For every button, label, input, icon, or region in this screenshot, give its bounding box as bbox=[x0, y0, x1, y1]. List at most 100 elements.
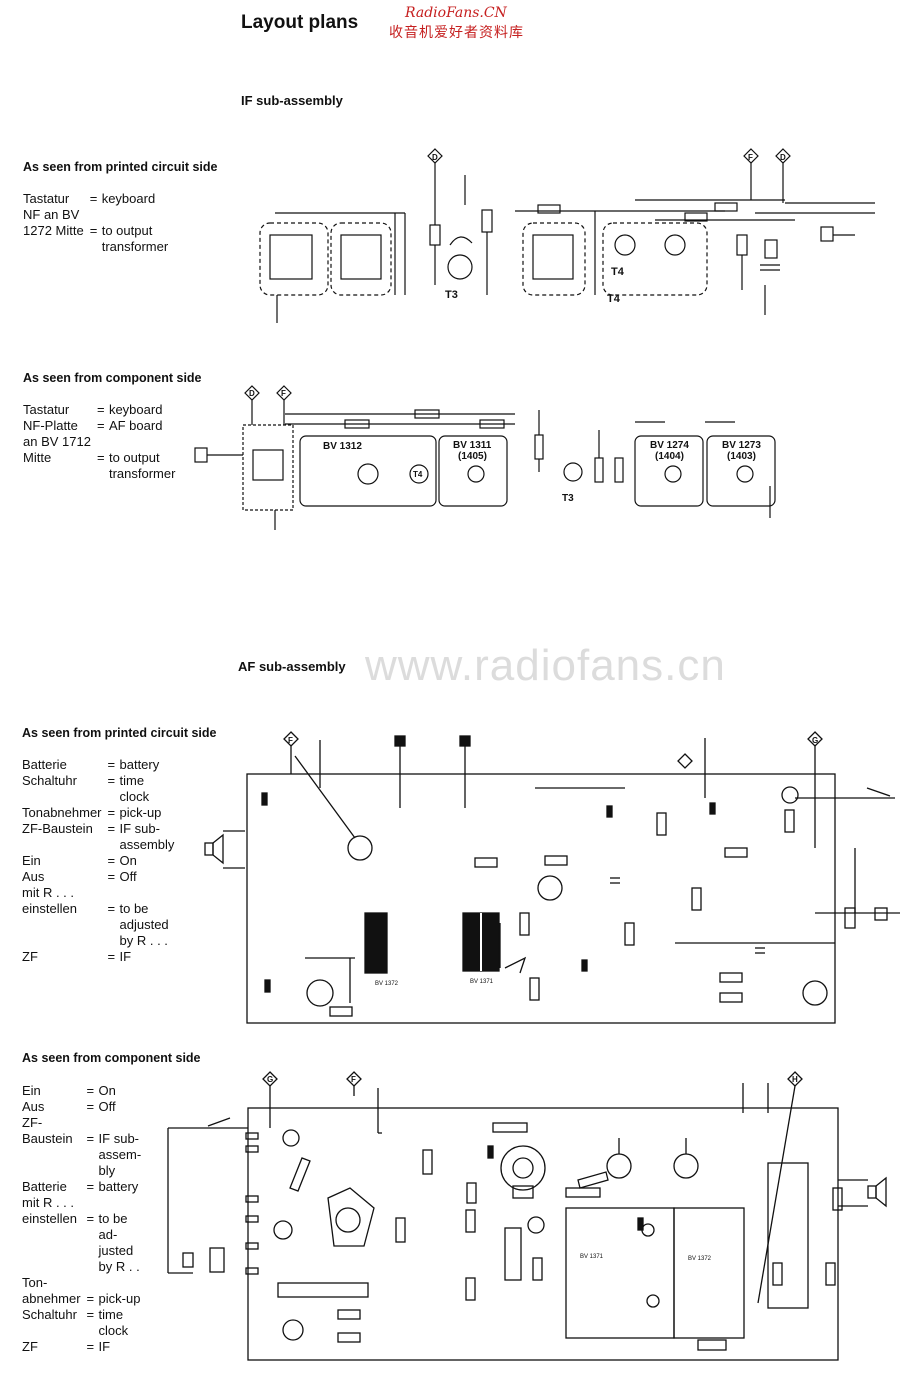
node-label-d: D bbox=[780, 153, 786, 162]
if-printed-heading: As seen from printed circuit side bbox=[23, 160, 218, 174]
legend-term: an BV 1712 Mitte bbox=[23, 434, 91, 465]
legend-row: Aus=Off bbox=[22, 869, 174, 885]
transformer-label: BV 1371 bbox=[580, 1254, 604, 1260]
module-bv1274-label: BV 1274 bbox=[650, 440, 689, 451]
legend-row: Tastatur = keyboard bbox=[23, 191, 168, 207]
legend-value: to output transformer bbox=[101, 223, 169, 254]
if-printed-circuit-diagram: D F D T3 T4 T4 bbox=[259, 148, 875, 323]
transformer-label: BV 1372 bbox=[375, 981, 399, 987]
legend-term: Tonabnehmer bbox=[22, 805, 102, 820]
brand-logo-latin: RadioFans.CN bbox=[405, 5, 507, 21]
watermark: www.radiofans.cn bbox=[365, 641, 726, 690]
legend-row: Schaltuhr=time clock bbox=[22, 773, 174, 805]
legend-term: Schaltuhr bbox=[22, 773, 77, 788]
legend-row: Tastatur = keyboard bbox=[23, 402, 175, 418]
legend-value: to be adjusted by R . . . bbox=[119, 901, 169, 948]
legend-term: NF-Platte bbox=[23, 418, 78, 433]
module-bv1311-sub: (1405) bbox=[458, 451, 487, 462]
legend-value: On bbox=[98, 1083, 116, 1098]
node-label-f: F bbox=[281, 389, 286, 398]
legend-value: keyboard bbox=[101, 191, 156, 206]
legend-term: Ton- abnehmer bbox=[22, 1275, 81, 1306]
legend-value: AF board bbox=[108, 418, 163, 433]
legend-row: mit R . . . einstellen=to be adjusted by… bbox=[22, 885, 174, 949]
node-label-g: G bbox=[812, 736, 818, 745]
legend-value: to be ad- justed by R . . bbox=[98, 1211, 140, 1274]
legend-value: pick-up bbox=[119, 805, 162, 820]
transistor-t3-label: T3 bbox=[445, 289, 458, 301]
legend-term: Ein bbox=[22, 1083, 41, 1098]
node-label-d: D bbox=[249, 389, 255, 398]
legend-term: ZF- Baustein bbox=[22, 1115, 73, 1146]
legend-row: an BV 1712 Mitte = to output transformer bbox=[23, 434, 176, 481]
legend-row: Aus=Off bbox=[22, 1099, 141, 1115]
legend-value: IF bbox=[98, 1339, 111, 1354]
legend-value: IF sub- assembly bbox=[119, 821, 175, 852]
transformer-label: BV 1372 bbox=[688, 1256, 712, 1262]
legend-term: mit R . . . einstellen bbox=[22, 885, 77, 916]
legend-row: ZF=IF bbox=[22, 1339, 141, 1355]
legend-value: battery bbox=[98, 1179, 139, 1194]
legend-value: time clock bbox=[98, 1307, 129, 1338]
module-bv1273-sub: (1403) bbox=[727, 451, 756, 462]
af-component-circuit-diagram: G F H BV 1371 BV 1372 bbox=[167, 1071, 887, 1361]
legend-row: Tonabnehmer=pick-up bbox=[22, 805, 174, 821]
legend-row: Ton- abnehmer=pick-up bbox=[22, 1275, 141, 1306]
module-bv1312-label: BV 1312 bbox=[323, 441, 362, 452]
af-subassembly-title: AF sub-assembly bbox=[238, 659, 346, 674]
af-printed-heading: As seen from printed circuit side bbox=[22, 726, 217, 740]
if-subassembly-title: IF sub-assembly bbox=[241, 93, 343, 108]
transistor-t4-label: T4 bbox=[413, 470, 423, 479]
legend-row: Batterie=battery bbox=[22, 1179, 141, 1195]
node-label-g: G bbox=[267, 1075, 273, 1084]
module-bv1273-label: BV 1273 bbox=[722, 440, 761, 451]
af-printed-circuit-diagram: F G BV 1372 BV 1371 bbox=[204, 731, 900, 1024]
legend-value: keyboard bbox=[108, 402, 163, 417]
if-component-circuit-diagram: D F BV 1312 BV 1311 (1405) BV 1274 (1404… bbox=[194, 385, 776, 530]
if-printed-legend: Tastatur = keyboard NF an BV 1272 Mitte … bbox=[23, 191, 168, 255]
legend-term: Schaltuhr bbox=[22, 1307, 77, 1322]
legend-value: Off bbox=[119, 869, 137, 884]
legend-row: ZF-Baustein=IF sub- assembly bbox=[22, 821, 175, 852]
legend-row: Ein=On bbox=[22, 853, 174, 869]
transistor-t3-label: T3 bbox=[562, 493, 574, 504]
legend-value: time clock bbox=[119, 773, 150, 804]
legend-term: Batterie bbox=[22, 757, 67, 772]
af-printed-legend: Batterie=battery Schaltuhr=time clock To… bbox=[22, 757, 174, 965]
module-bv1311-label: BV 1311 bbox=[453, 440, 492, 451]
node-label-h: H bbox=[792, 1075, 798, 1084]
af-component-heading: As seen from component side bbox=[22, 1051, 201, 1065]
legend-row: Ein=On bbox=[22, 1083, 141, 1099]
legend-term: NF an BV 1272 Mitte bbox=[23, 207, 84, 238]
legend-row: mit R . . . einstellen=to be ad- justed … bbox=[22, 1195, 140, 1274]
legend-term: ZF-Baustein bbox=[22, 821, 93, 836]
module-bv1274-sub: (1404) bbox=[655, 451, 684, 462]
legend-row: Schaltuhr=time clock bbox=[22, 1307, 141, 1339]
page-title: Layout plans bbox=[241, 12, 359, 33]
legend-term: Batterie bbox=[22, 1179, 67, 1194]
node-label-f: F bbox=[748, 153, 753, 162]
node-label-d: D bbox=[432, 153, 438, 162]
legend-value: On bbox=[119, 853, 137, 868]
legend-term: Aus bbox=[22, 869, 45, 884]
transistor-t4-label: T4 bbox=[611, 266, 625, 278]
legend-value: IF bbox=[119, 949, 132, 964]
legend-term: Ein bbox=[22, 853, 41, 868]
af-component-legend: Ein=On Aus=Off ZF- Baustein=IF sub- asse… bbox=[22, 1083, 141, 1355]
node-label-f: F bbox=[351, 1075, 356, 1084]
legend-row: ZF- Baustein=IF sub- assem- bly bbox=[22, 1115, 142, 1178]
transformer-label: BV 1371 bbox=[470, 979, 494, 985]
legend-term: Tastatur bbox=[23, 402, 70, 417]
legend-term: ZF bbox=[22, 949, 38, 964]
if-component-legend: Tastatur = keyboard NF-Platte = AF board… bbox=[23, 402, 175, 482]
legend-value: Off bbox=[98, 1099, 116, 1114]
transistor-t4-label: T4 bbox=[607, 293, 621, 305]
legend-term: Tastatur bbox=[23, 191, 70, 206]
legend-value: pick-up bbox=[98, 1291, 141, 1306]
legend-row: NF-Platte = AF board bbox=[23, 418, 175, 434]
legend-value: IF sub- assem- bly bbox=[98, 1131, 142, 1178]
brand-logo-cjk: 收音机爱好者资料库 bbox=[389, 24, 524, 40]
legend-row: ZF=IF bbox=[22, 949, 174, 965]
node-label-f: F bbox=[288, 736, 293, 745]
legend-value: to output transformer bbox=[108, 450, 176, 481]
